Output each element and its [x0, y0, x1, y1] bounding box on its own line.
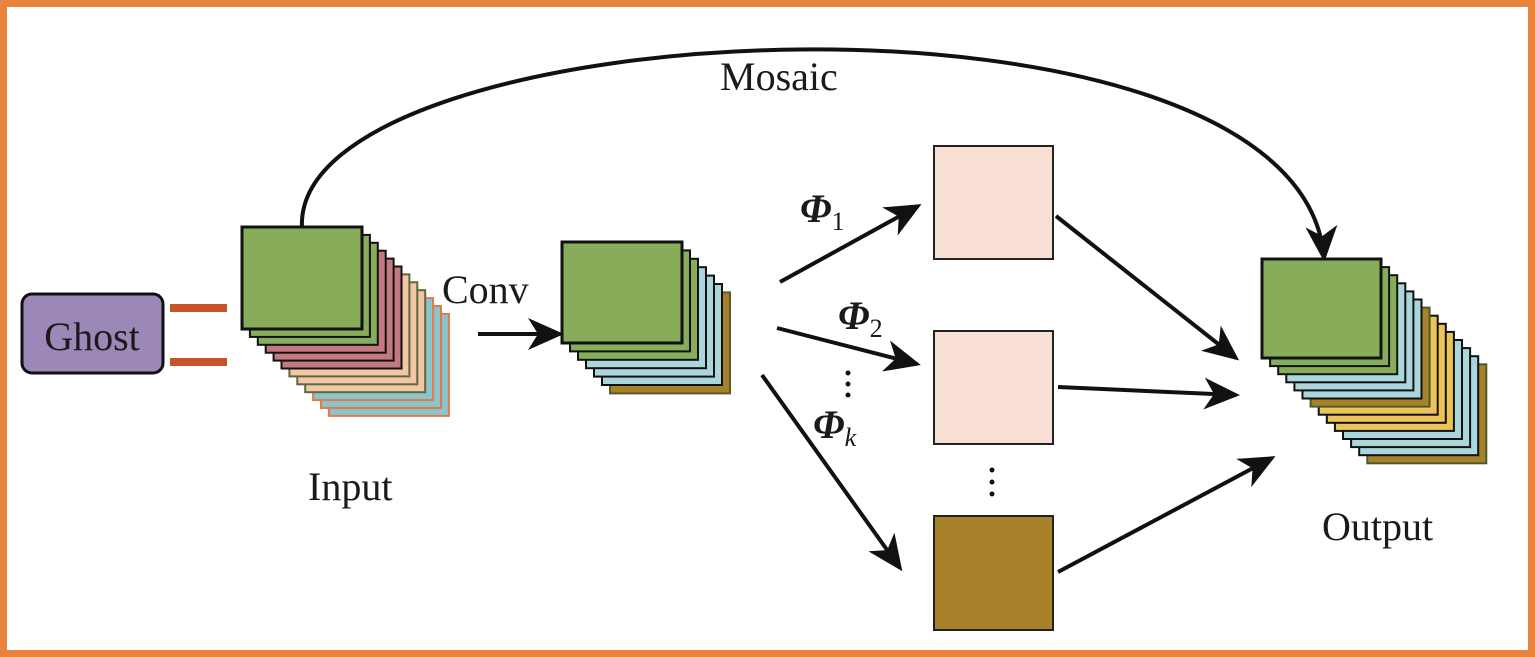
map1-to-output-arrow: [1054, 214, 1240, 361]
phi1-label: Φ1: [800, 186, 845, 236]
ghost-label: Ghost: [44, 314, 140, 359]
input-feature-stack: [240, 225, 450, 417]
ghost-map-k: [933, 515, 1054, 631]
ghost-box: [20, 292, 165, 375]
mosaic-label: Mosaic: [720, 54, 838, 99]
output-label: Output: [1322, 504, 1433, 549]
phik-label: Φk: [813, 402, 857, 452]
connector-top: [170, 304, 227, 312]
phik-subscript: k: [845, 423, 857, 452]
phi2-subscript: 2: [870, 314, 883, 343]
phi2-label: Φ2: [838, 293, 883, 343]
conv-feature-stack: [560, 240, 731, 395]
ghost-map-1: [933, 145, 1054, 260]
conv-label: Conv: [442, 267, 529, 312]
phi1-subscript: 1: [832, 207, 845, 236]
input-label: Input: [308, 464, 392, 509]
feature-map-layer: [240, 225, 364, 331]
phi1-arrow: [779, 204, 922, 284]
phi2-arrow: [776, 326, 921, 372]
feature-map-layer: [560, 240, 684, 345]
map2-to-output-arrow: [1057, 377, 1240, 410]
phik-arrow: [760, 373, 903, 572]
ghost-maps-ellipsis: [989, 467, 995, 497]
ghost-map-2: [933, 330, 1054, 445]
mapk-to-output-arrow: [1057, 456, 1276, 574]
mosaic-arc: [299, 47, 1338, 262]
connector-bottom: [170, 358, 227, 366]
feature-map-layer: [1260, 257, 1383, 360]
output-feature-stack: [1260, 257, 1488, 465]
phi-ellipsis: [845, 370, 851, 398]
